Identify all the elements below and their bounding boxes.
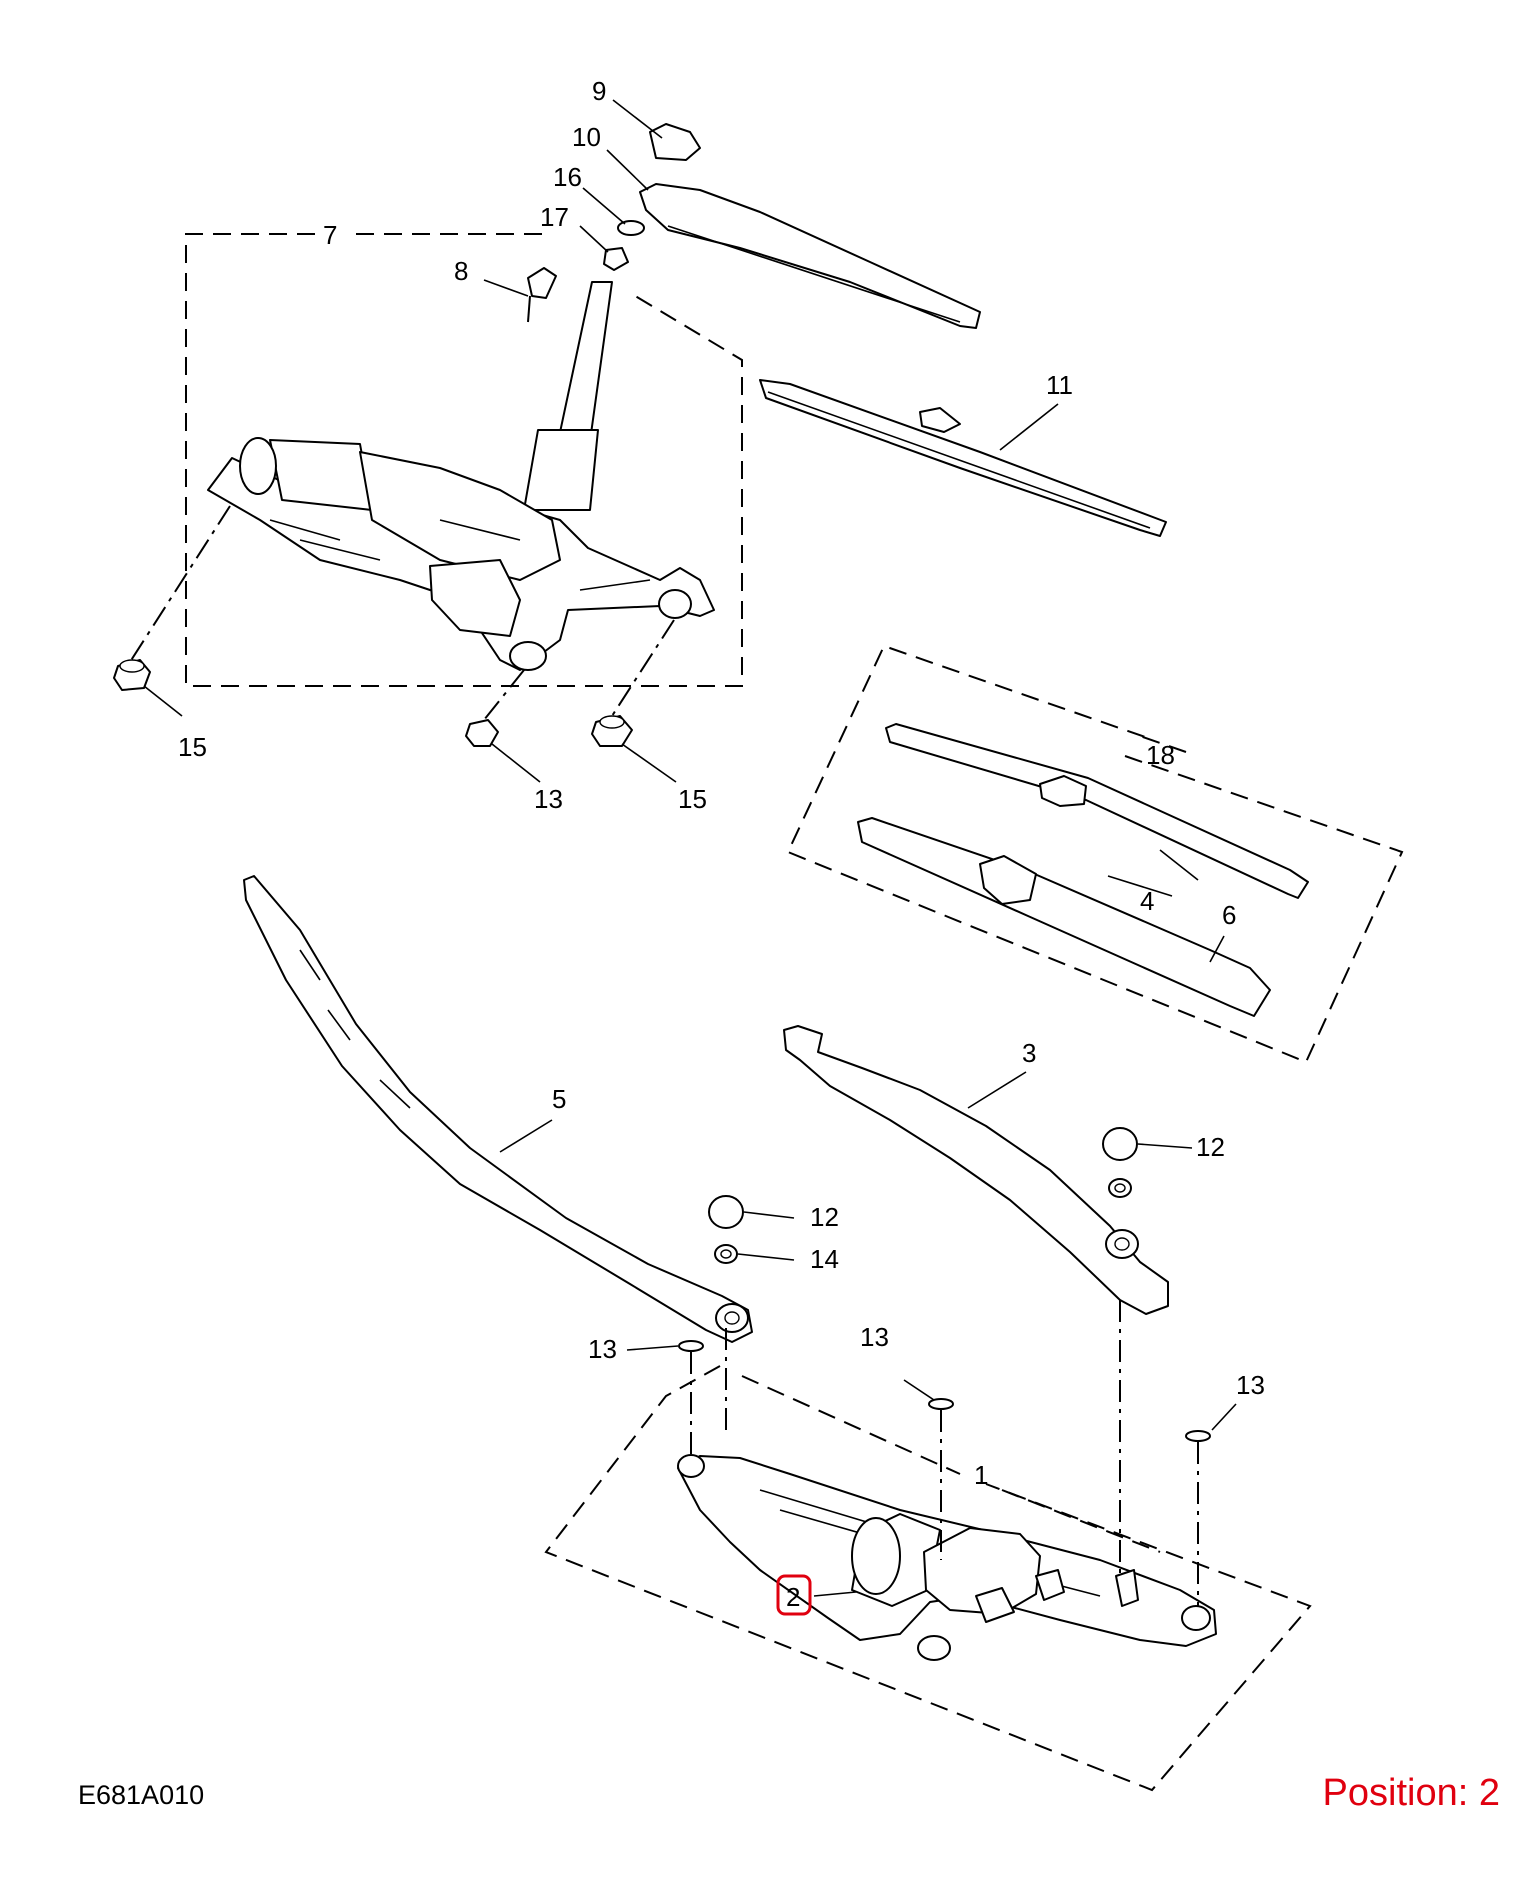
wiper-motor-part-2[interactable]	[851, 1513, 1065, 1623]
group-7-dashed-boundary	[185, 233, 743, 687]
rear-wiper-motor-assembly[interactable]	[207, 281, 715, 671]
callout-6: 6	[1222, 900, 1236, 930]
flange-nut-15-left[interactable]	[113, 659, 151, 691]
washer-part-16[interactable]	[617, 220, 645, 236]
diagram-code: E681A010	[78, 1780, 205, 1810]
callout-9: 9	[592, 76, 606, 106]
group-1-dashed-boundary	[544, 1365, 1312, 1792]
callout-14: 14	[810, 1244, 839, 1274]
wiper-blade-part-6[interactable]	[857, 817, 1271, 1017]
position-highlight-box	[776, 1574, 812, 1616]
washer-jet-part-8[interactable]	[527, 267, 557, 323]
screw-13-center[interactable]	[928, 1398, 954, 1410]
screw-13-right[interactable]	[1185, 1430, 1211, 1442]
screw-13-left[interactable]	[678, 1340, 704, 1352]
callout-10: 10	[572, 122, 601, 152]
callout-4: 4	[1140, 886, 1154, 916]
callout-18: 18	[1146, 740, 1175, 770]
rear-wiper-arm-part-10[interactable]	[639, 183, 981, 329]
callout-15-right: 15	[678, 784, 707, 814]
nut-part-17[interactable]	[603, 247, 629, 271]
cap-12-right[interactable]	[1102, 1127, 1138, 1161]
wiper-blade-part-4[interactable]	[885, 723, 1309, 899]
cap-12-left[interactable]	[708, 1195, 744, 1229]
callout-labels: 9 10 16 17 7 8 11 15 13 15 18 4 6 3 5 12…	[178, 76, 1265, 1612]
callout-16: 16	[553, 162, 582, 192]
callout-11: 11	[1046, 370, 1073, 400]
callout-13-center: 13	[860, 1322, 889, 1352]
callout-12-left: 12	[810, 1202, 839, 1232]
rear-wiper-blade-part-11[interactable]	[759, 379, 1167, 537]
callout-3: 3	[1022, 1038, 1036, 1068]
callout-13-left: 13	[588, 1334, 617, 1364]
flange-nut-15-right[interactable]	[591, 715, 633, 747]
callout-1: 1	[974, 1460, 988, 1490]
arm-cap-part-9[interactable]	[649, 123, 701, 161]
callout-12-right: 12	[1196, 1132, 1225, 1162]
wiper-arm-part-3[interactable]	[783, 1025, 1169, 1315]
callout-13-upper: 13	[534, 784, 563, 814]
callout-5: 5	[552, 1084, 566, 1114]
leader-lines	[143, 99, 1237, 1597]
position-indicator: Position: 2	[1322, 1772, 1500, 1814]
callout-2: 2	[786, 1582, 800, 1612]
callout-15-left: 15	[178, 732, 207, 762]
callout-7: 7	[323, 220, 337, 250]
nut-12-right-lower[interactable]	[1108, 1178, 1132, 1198]
nut-13-upper[interactable]	[465, 719, 499, 747]
callout-8: 8	[454, 256, 468, 286]
callout-13-right: 13	[1236, 1370, 1265, 1400]
callout-17: 17	[540, 202, 569, 232]
group-18-dashed-boundary	[786, 644, 1404, 1064]
wiper-arm-part-5[interactable]	[243, 875, 753, 1343]
nut-14[interactable]	[714, 1244, 738, 1264]
